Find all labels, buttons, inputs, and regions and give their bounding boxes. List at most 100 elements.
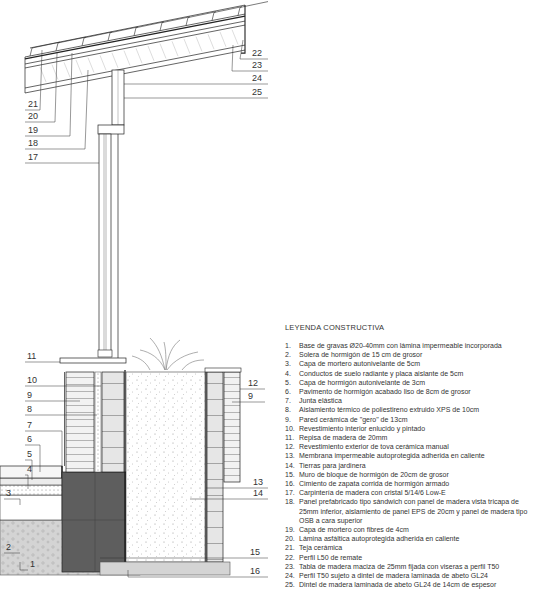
callout-number: 1 (30, 560, 35, 569)
legend-number: 1. (285, 341, 299, 350)
insulation-hatch (64, 62, 70, 77)
legend-text: Dintel de madera laminada de abeto GL24 … (299, 580, 532, 589)
legend-row: 19.Capa de mortero con fibres de 4cm (285, 525, 532, 534)
legend-text: Lámina asfáltica autoprotegida adherida … (299, 534, 532, 543)
callout-number: 11 (27, 352, 36, 361)
legend-row: 16.Cimiento de zapata corrida de hormigó… (285, 479, 532, 488)
callout-number: 15 (250, 548, 260, 557)
legend-number: 5. (285, 378, 299, 387)
callout-number: 21 (28, 100, 38, 109)
roof-tile (160, 17, 190, 31)
legend-row: 13.Membrana impermeable autoprotegida ad… (285, 451, 532, 460)
legend-text: Repisa de madera de 20mm (299, 433, 532, 442)
callout-number: 19 (28, 126, 38, 135)
insulation-hatch (196, 37, 202, 52)
roof-layer (25, 21, 245, 64)
legend-text: Junta elástica (299, 396, 532, 405)
legend-number: 14. (285, 461, 299, 470)
legend-number: 12. (285, 442, 299, 451)
legend-row: 25.Dintel de madera laminada de abeto GL… (285, 580, 532, 589)
insulation-hatch (112, 53, 118, 68)
legend-row: 20.Lámina asfáltica autoprotegida adheri… (285, 534, 532, 543)
legend-number: 18. (285, 497, 299, 525)
insulation-hatch (160, 44, 166, 59)
legend-text: Capa de hormigón autonivelante de 3cm (299, 378, 532, 387)
insulation-hatch (232, 30, 238, 45)
callout-number: 24 (252, 74, 262, 83)
legend-number: 9. (285, 415, 299, 424)
legend-row: 8.Aislamiento térmico de poliestireno ex… (285, 405, 532, 414)
callout-number: 12 (248, 379, 258, 388)
roof-tile (56, 37, 86, 51)
insulation-hatch (148, 46, 154, 61)
roof-layer (25, 50, 245, 93)
legend-text: Perfil L50 de remate (299, 553, 532, 562)
legend-heading: LEYENDA CONSTRUCTIVA (285, 324, 384, 332)
callout-number: 8 (27, 405, 32, 414)
callout-number: 10 (27, 376, 37, 385)
legend-row: 9.Pared cerámica de "gero" de 13cm (285, 415, 532, 424)
legend-text: Revestimiento exterior de tova cerámica … (299, 442, 532, 451)
insulation-hatch (88, 58, 94, 73)
legend-number: 15. (285, 470, 299, 479)
legend-row: 7.Junta elástica (285, 396, 532, 405)
legend-text: Perfil T50 sujeto a dintel de madera lam… (299, 571, 532, 580)
legend-row: 17.Carpintería de madera con cristal 5/1… (285, 488, 532, 497)
legend-text: Muro de bloque de hormigón de 20cm de gr… (299, 470, 532, 479)
callout-number: 18 (28, 139, 38, 148)
legend-number: 3. (285, 359, 299, 368)
legend-number: 20. (285, 534, 299, 543)
insulation-hatch (124, 51, 130, 66)
legend-text: Tierras para jardinera (299, 461, 532, 470)
legend-text: Pared cerámica de "gero" de 13cm (299, 415, 532, 424)
legend-row: 5.Capa de hormigón autonivelante de 3cm (285, 378, 532, 387)
insulation-hatch (172, 41, 178, 56)
legend-row: 14.Tierras para jardinera (285, 461, 532, 470)
roof-tile (82, 32, 112, 46)
callout-number: 4 (27, 465, 32, 474)
roof-cut (25, 57, 26, 93)
edge-profile (241, 5, 245, 53)
callout-number: 16 (250, 567, 260, 576)
callout-number: 2 (6, 543, 11, 552)
callout-number: 3 (6, 489, 11, 498)
callout-number: 5 (27, 450, 32, 459)
legend-row: 11.Repisa de madera de 20mm (285, 433, 532, 442)
callout-number: 23 (252, 61, 262, 70)
legend-number: 7. (285, 396, 299, 405)
insulation-hatch (52, 65, 58, 80)
callout-number: 20 (28, 112, 38, 121)
legend-text: Pavimento de hormigón acabado liso de 8c… (299, 387, 532, 396)
roof-layer (30, 5, 245, 48)
legend-text: Base de gravas Ø20-40mm con lámina imper… (299, 341, 532, 350)
legend-text: Tabla de madera maciza de 25mm fijada co… (299, 562, 532, 571)
roof-tile (186, 12, 216, 26)
legend-text: Capa de mortero autonivelante de 5cm (299, 359, 532, 368)
legend-row: 23.Tabla de madera maciza de 25mm fijada… (285, 562, 532, 571)
roof-tile (212, 7, 242, 21)
legend-text: Conductos de suelo radiante y placa aisl… (299, 369, 532, 378)
legend-row: 6.Pavimento de hormigón acabado liso de … (285, 387, 532, 396)
legend-text: Cimiento de zapata corrida de hormigón a… (299, 479, 532, 488)
legend-number: 17. (285, 488, 299, 497)
legend-list: 1.Base de gravas Ø20-40mm con lámina imp… (285, 341, 532, 589)
callout-number: 14 (253, 489, 263, 498)
insulation-hatch (184, 39, 190, 54)
legend-row: 21.Teja cerámica (285, 543, 532, 552)
legend-number: 10. (285, 424, 299, 433)
insulation-hatch (208, 34, 214, 49)
legend-number: 11. (285, 433, 299, 442)
roof-tile (238, 2, 268, 16)
legend-text: Solera de hormigón de 15 cm de grosor (299, 350, 532, 359)
legend-text: Carpintería de madera con cristal 5/14/6… (299, 488, 532, 497)
legend-text: Aislamiento térmico de poliestireno extr… (299, 405, 532, 414)
legend-number: 4. (285, 369, 299, 378)
roof-tile (134, 22, 164, 36)
legend-number: 16. (285, 479, 299, 488)
callout-number: 6 (27, 435, 32, 444)
legend-number: 23. (285, 562, 299, 571)
legend-row: 18.Panel prefabricado tipo sándwich con … (285, 497, 532, 525)
legend-text: Panel prefabricado tipo sándwich con pan… (299, 497, 532, 525)
insulation-hatch (220, 32, 226, 47)
